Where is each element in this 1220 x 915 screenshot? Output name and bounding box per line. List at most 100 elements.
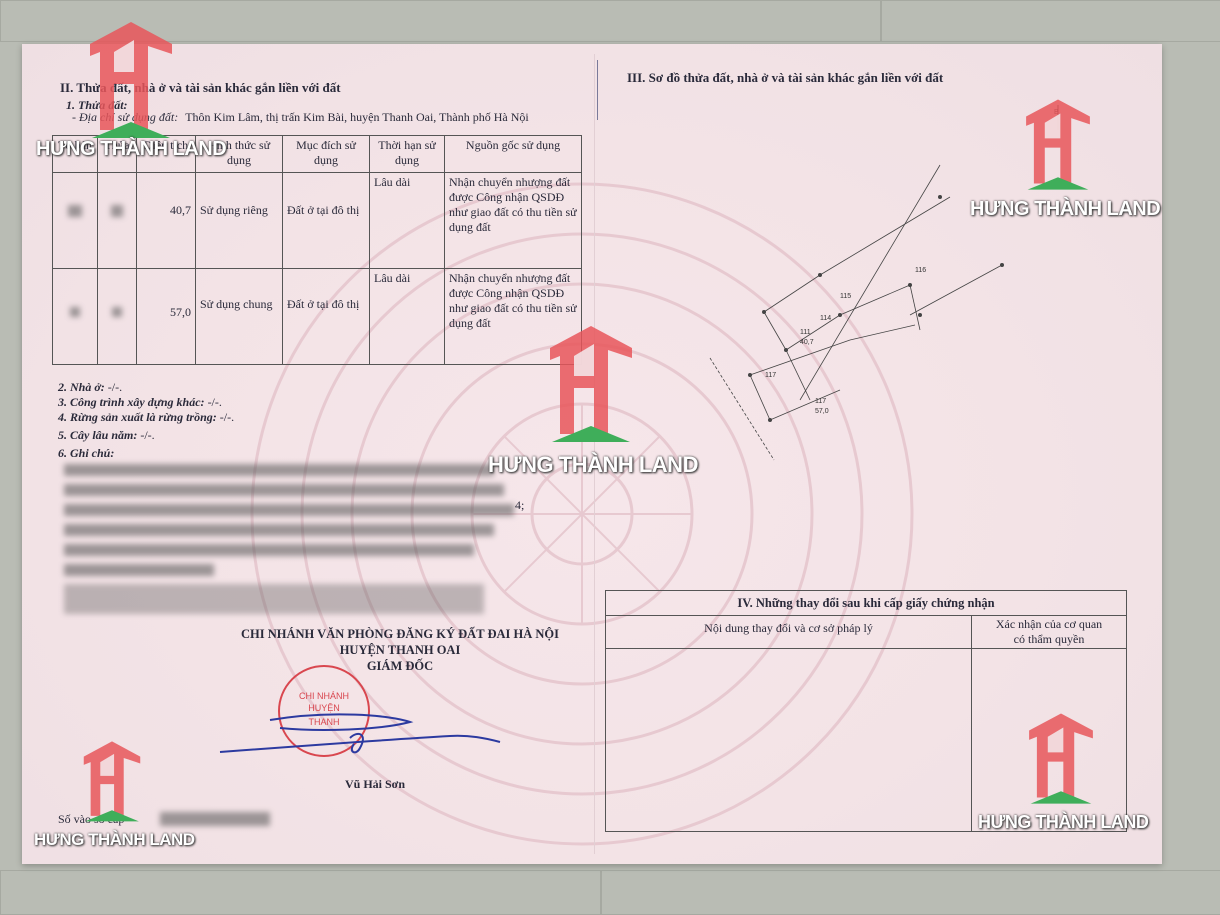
table-header-purpose: Mục đích sử dụng xyxy=(282,135,370,173)
signature-scribble xyxy=(219,713,501,754)
section-three-title: III. Sơ đồ thửa đất, nhà ở và tài sản kh… xyxy=(627,70,944,85)
redacted-line xyxy=(64,544,474,556)
ht-logo-icon xyxy=(83,741,140,822)
seal-text-2: HUYỆN xyxy=(308,703,340,713)
item-4-row: 4. Rừng sản xuất là rừng trồng: -/-. xyxy=(58,410,234,425)
item-3-value: -/-. xyxy=(207,395,222,409)
parcel-label-117-a: 117 xyxy=(765,372,776,379)
redacted-value xyxy=(112,307,122,317)
table-cell-term: Lâu dài xyxy=(369,268,445,365)
address-row: - Địa chỉ sử dụng đất: Thôn Kim Lâm, thị… xyxy=(72,110,529,125)
watermark-logo: HƯNG THÀNH LAND xyxy=(36,18,227,161)
parcel-label-114: 114 xyxy=(820,315,831,322)
redacted-line xyxy=(64,464,494,476)
confirmation-line-1: Xác nhận của cơ quan xyxy=(995,617,1103,631)
table-cell-sheet xyxy=(52,172,98,269)
watermark-brand: HƯNG THÀNH LAND xyxy=(36,138,227,160)
item-6-label: 6. Ghi chú: xyxy=(58,446,115,460)
ht-logo-icon xyxy=(90,22,172,138)
item-2-value: -/-. xyxy=(107,380,123,394)
table-cell-area: 40,7 xyxy=(136,172,196,269)
changes-table: IV. Những thay đổi sau khi cấp giấy chứn… xyxy=(605,590,1127,832)
ht-logo-icon xyxy=(1025,99,1090,190)
redacted-value xyxy=(68,205,82,217)
address-value: Thôn Kim Lâm, thị trấn Kim Bài, huyện Th… xyxy=(185,110,529,124)
redacted-line xyxy=(64,584,484,614)
item-5-value: -/-. xyxy=(140,428,155,442)
parcel-area-111: 40,7 xyxy=(800,339,814,346)
item-5-label: 5. Cây lâu năm: xyxy=(58,428,138,442)
parcel-label-117-b: 117 xyxy=(815,398,826,405)
watermark-logo: HƯNG THÀNH LAND xyxy=(34,730,195,850)
office-name-line-2: HUYỆN THANH OAI xyxy=(339,643,461,657)
signing-office: CHI NHÁNH VĂN PHÒNG ĐĂNG KÝ ĐẤT ĐAI HÀ N… xyxy=(200,626,600,674)
watermark-brand: HƯNG THÀNH LAND xyxy=(970,198,1161,220)
table-header-area: Diện tích xyxy=(136,135,196,173)
floor-tile xyxy=(880,0,1220,42)
table-header-form: Hình thức sử dụng xyxy=(195,135,283,173)
watermark-logo: HƯNG THÀNH LAND xyxy=(488,312,698,478)
address-label: - Địa chỉ sử dụng đất: xyxy=(72,110,179,124)
office-role: GIÁM ĐỐC xyxy=(366,659,434,673)
page-marker-line xyxy=(597,60,598,120)
redacted-line xyxy=(64,524,494,536)
table-cell-area: 57,0 xyxy=(136,268,196,365)
parcel-label-116: 116 xyxy=(915,267,926,274)
ht-logo-icon xyxy=(1028,713,1093,804)
land-parcel-table: Tờ bản Thửa Diện tích Hình thức sử dụng … xyxy=(52,135,582,365)
redacted-line xyxy=(64,504,514,516)
redacted-registry-number xyxy=(160,812,270,826)
table-row: 57,0 Sử dụng chung Đất ở tại đô thị Lâu … xyxy=(52,268,582,365)
redacted-value xyxy=(70,307,80,317)
table-cell-purpose: Đất ở tại đô thị xyxy=(282,172,370,269)
changes-col-confirmation: Xác nhận của cơ quan có thẩm quyền xyxy=(972,617,1126,647)
note-tail: 4; xyxy=(515,498,525,512)
redacted-line xyxy=(64,564,214,576)
table-cell-form: Sử dụng riêng xyxy=(195,172,283,269)
watermark-logo: HƯNG THÀNH LAND xyxy=(970,88,1161,221)
table-header-term: Thời hạn sử dụng xyxy=(369,135,445,173)
item-4-label: 4. Rừng sản xuất là rừng trồng: xyxy=(58,410,217,424)
table-cell-parcel xyxy=(97,172,137,269)
page-fold xyxy=(594,54,595,854)
watermark-brand: HƯNG THÀNH LAND xyxy=(34,830,195,849)
office-name-line-1: CHI NHÁNH VĂN PHÒNG ĐĂNG KÝ ĐẤT ĐAI HÀ N… xyxy=(241,627,559,641)
redacted-value xyxy=(111,205,123,217)
floor-tile xyxy=(0,0,882,42)
signer-name: Vũ Hải Sơn xyxy=(345,777,405,791)
table-cell-origin: Nhận chuyển nhượng đất được Công nhận QS… xyxy=(444,268,582,365)
table-cell-origin: Nhận chuyển nhượng đất được Công nhận QS… xyxy=(444,172,582,269)
watermark-brand: HƯNG THÀNH LAND xyxy=(488,452,698,477)
official-seal: CHI NHÁNH HUYỆN THANH xyxy=(278,665,370,757)
item-3-row: 3. Công trình xây dựng khác: -/-. xyxy=(58,395,222,410)
redacted-note xyxy=(64,462,524,622)
seal-text-3: THANH xyxy=(308,717,340,727)
table-cell-form: Sử dụng chung xyxy=(195,268,283,365)
table-header-sheet: Tờ bản xyxy=(52,135,98,173)
item-5-row: 5. Cây lâu năm: -/-. xyxy=(58,428,155,443)
table-divider xyxy=(606,615,1126,616)
watermark-logo: HƯNG THÀNH LAND xyxy=(978,702,1149,833)
confirmation-line-2: có thẩm quyền xyxy=(1013,632,1085,646)
floor-tile xyxy=(600,870,1220,915)
ht-logo-icon xyxy=(549,326,632,442)
section-four-title: IV. Những thay đổi sau khi cấp giấy chứn… xyxy=(737,596,995,610)
table-cell-sheet xyxy=(52,268,98,365)
parcel-label-111: 111 xyxy=(800,329,811,336)
item-2-row: 2. Nhà ở: -/-. xyxy=(58,380,122,395)
watermark-brand: HƯNG THÀNH LAND xyxy=(978,812,1149,832)
parcel-label-115: 115 xyxy=(840,293,851,300)
changes-col-content: Nội dung thay đổi và cơ sở pháp lý xyxy=(704,621,873,635)
parcel-area-117: 57,0 xyxy=(815,408,829,415)
item-2-label: 2. Nhà ở: xyxy=(58,380,105,394)
item-3-label: 3. Công trình xây dựng khác: xyxy=(58,395,205,409)
table-divider xyxy=(971,615,972,831)
redacted-line xyxy=(64,484,504,496)
table-divider xyxy=(606,648,1126,649)
table-cell-parcel xyxy=(97,268,137,365)
item-4-value: -/-. xyxy=(219,410,235,424)
floor-tile xyxy=(0,870,602,915)
seal-text-1: CHI NHÁNH xyxy=(298,691,349,701)
table-cell-term: Lâu dài xyxy=(369,172,445,269)
table-row: 40,7 Sử dụng riêng Đất ở tại đô thị Lâu … xyxy=(52,172,582,269)
